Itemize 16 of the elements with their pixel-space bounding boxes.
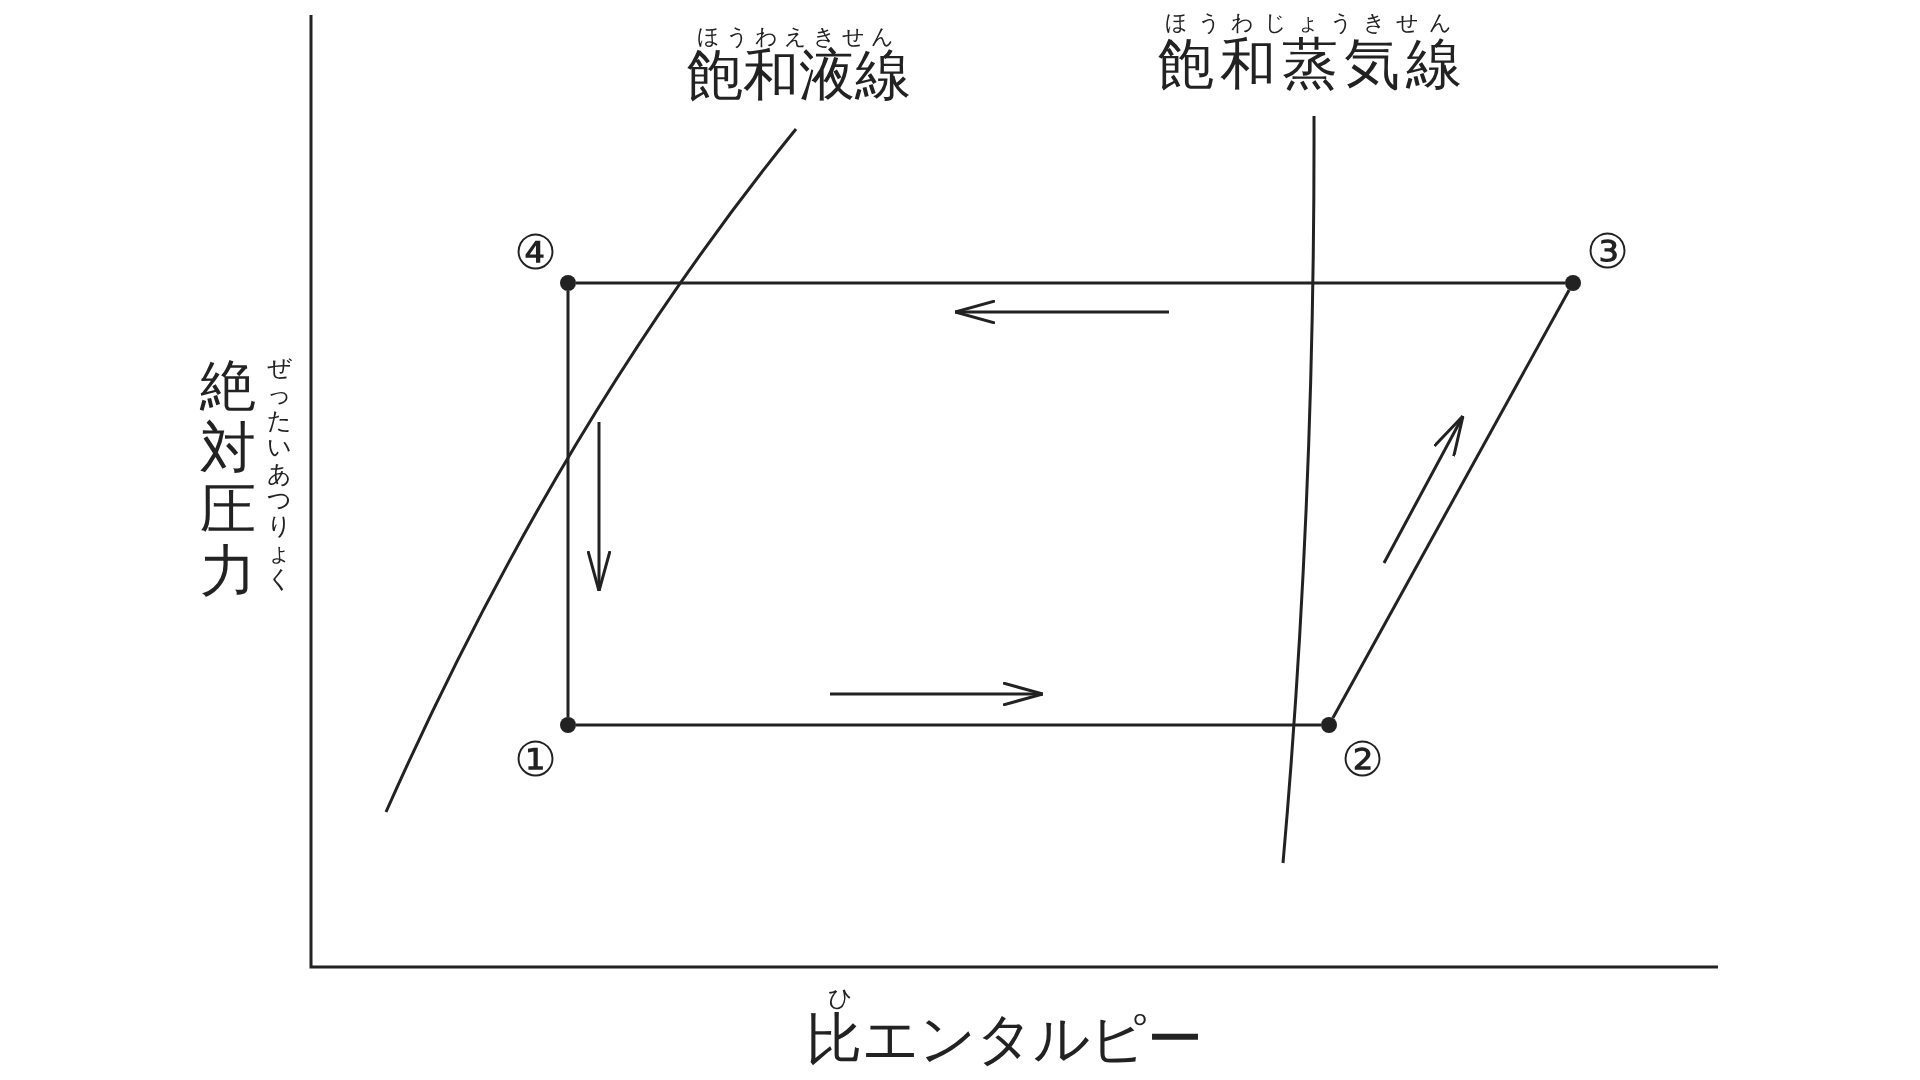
curve-label: 飽和蒸気線 [1157, 33, 1469, 95]
state-point [560, 717, 576, 733]
state-point [1321, 717, 1337, 733]
ruby-text: ほうわじょうきせん [1163, 9, 1463, 36]
axis-label: 絶対圧力 [200, 355, 256, 602]
point-number: ① [513, 735, 557, 783]
ruby-text: ぜったいあつりょく [267, 355, 291, 593]
cycle-line [1331, 289, 1571, 719]
point-number: ④ [513, 228, 557, 276]
state-point [1565, 275, 1581, 291]
point-number: ③ [1585, 227, 1629, 275]
cycle-line [576, 281, 1565, 285]
point-number: ② [1340, 735, 1384, 783]
cycle-line [566, 291, 570, 717]
cycle-line [576, 723, 1321, 727]
state-point [560, 275, 576, 291]
